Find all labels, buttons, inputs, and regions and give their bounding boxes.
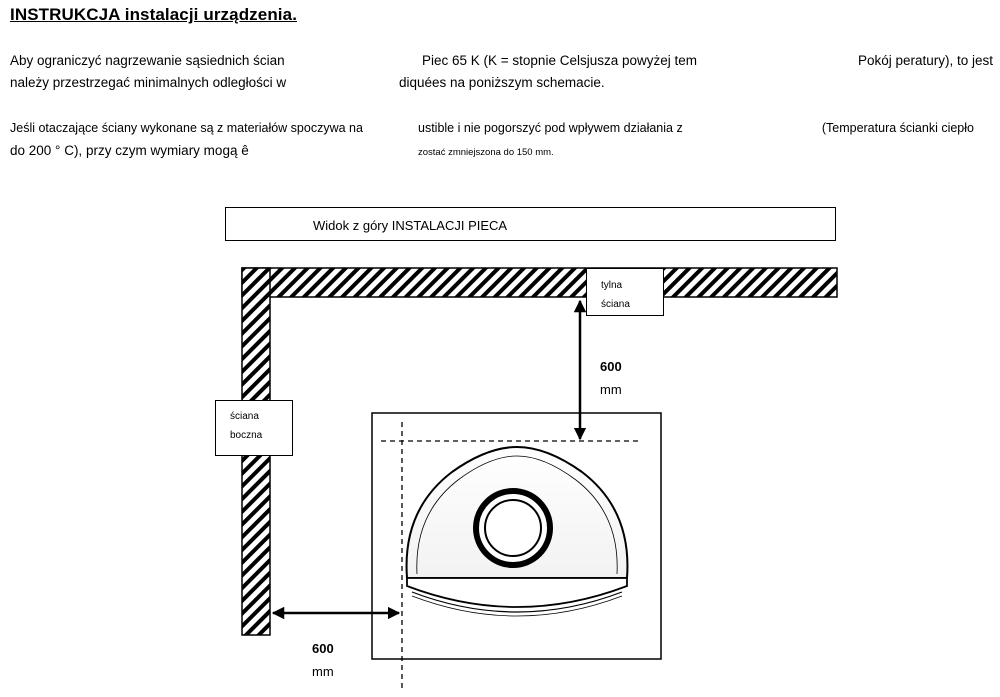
paragraph2-col1-line1: Jeśli otaczające ściany wykonane są z ma…: [10, 121, 363, 135]
side-distance-label: 600 mm: [312, 637, 334, 683]
diagram-header: Widok z góry INSTALACJI PIECA: [313, 218, 508, 233]
side-distance-unit: mm: [312, 664, 334, 679]
side-wall-label-line2: boczna: [230, 430, 263, 441]
paragraph2-col2-line2: zostać zmniejszona do 150 mm.: [418, 147, 554, 158]
back-wall-label-line2: ściana: [601, 299, 630, 310]
side-distance-value: 600: [312, 641, 334, 656]
paragraph2-col3-line1: (Temperatura ścianki ciepło: [821, 121, 974, 135]
paragraph1-col2-line1: Piec 65 K (K = stopnie Celsjusza powyżej…: [422, 53, 698, 68]
back-distance-label: 600 mm: [600, 355, 622, 401]
paragraph2-col2-line1: ustible i nie pogorszyć pod wpływem dzia…: [418, 121, 683, 135]
stove-top-view: [405, 445, 629, 617]
paragraph2-col1-line2: do 200 ° C), przy czym wymiary mogą ê: [10, 143, 249, 158]
paragraph1-col1-line2: należy przestrzegać minimalnych odległoś…: [10, 75, 287, 90]
paragraph1-col1-line1: Aby ograniczyć nagrzewanie sąsiednich śc…: [10, 53, 285, 68]
document-title: INSTRUKCJA instalacji urządzenia.: [10, 5, 298, 24]
diagram-header-box: Widok z góry INSTALACJI PIECA: [225, 207, 836, 241]
side-wall-label-line1: ściana: [230, 411, 259, 422]
side-wall-label: ściana boczna: [215, 400, 293, 456]
paragraph1-col3-line1: Pokój peratury), to jest: [857, 53, 993, 68]
paragraph1-col2-line2: diquées na poniższym schemacie.: [399, 75, 605, 90]
back-distance-unit: mm: [600, 382, 622, 397]
back-wall: [241, 267, 838, 298]
back-wall-label: tylna ściana: [586, 268, 664, 316]
back-distance-value: 600: [600, 359, 622, 374]
back-wall-label-line1: tylna: [601, 280, 623, 291]
